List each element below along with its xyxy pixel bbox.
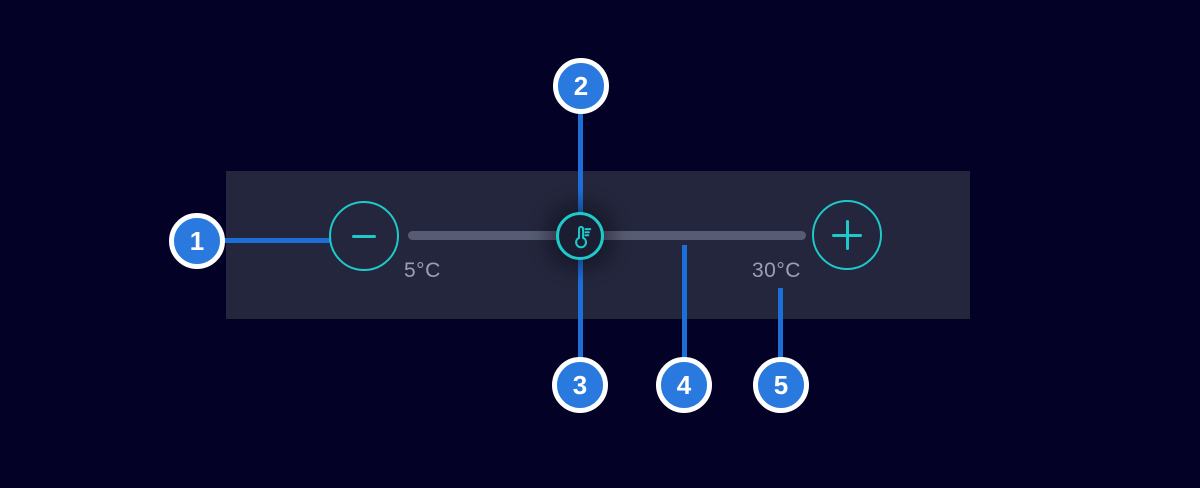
decrease-temperature-button[interactable] [329,201,399,271]
callout-number: 1 [189,225,205,256]
callout-number: 2 [573,70,589,101]
slider-track[interactable] [408,231,806,240]
thermometer-icon [574,225,591,248]
slider-handle[interactable] [556,212,604,260]
callout-number: 4 [676,369,692,400]
callout-badge-2[interactable]: 2 [553,58,609,114]
callout-number: 3 [572,369,588,400]
callout-badge-5[interactable]: 5 [753,357,809,413]
callout-connector-line-1 [200,238,331,243]
minus-icon [352,234,376,238]
plus-icon [832,220,862,250]
callout-connector-line-5 [778,288,783,358]
callout-badge-1[interactable]: 1 [169,213,225,269]
callout-connector-line-4 [682,245,687,358]
callout-badge-4[interactable]: 4 [656,357,712,413]
callout-connector-line-3 [578,257,583,358]
max-temperature-label: 30°C [752,259,801,282]
increase-temperature-button[interactable] [812,200,882,270]
callout-connector-line-2 [578,100,583,215]
min-temperature-label: 5°C [404,259,441,282]
callout-badge-3[interactable]: 3 [552,357,608,413]
callout-number: 5 [773,369,789,400]
